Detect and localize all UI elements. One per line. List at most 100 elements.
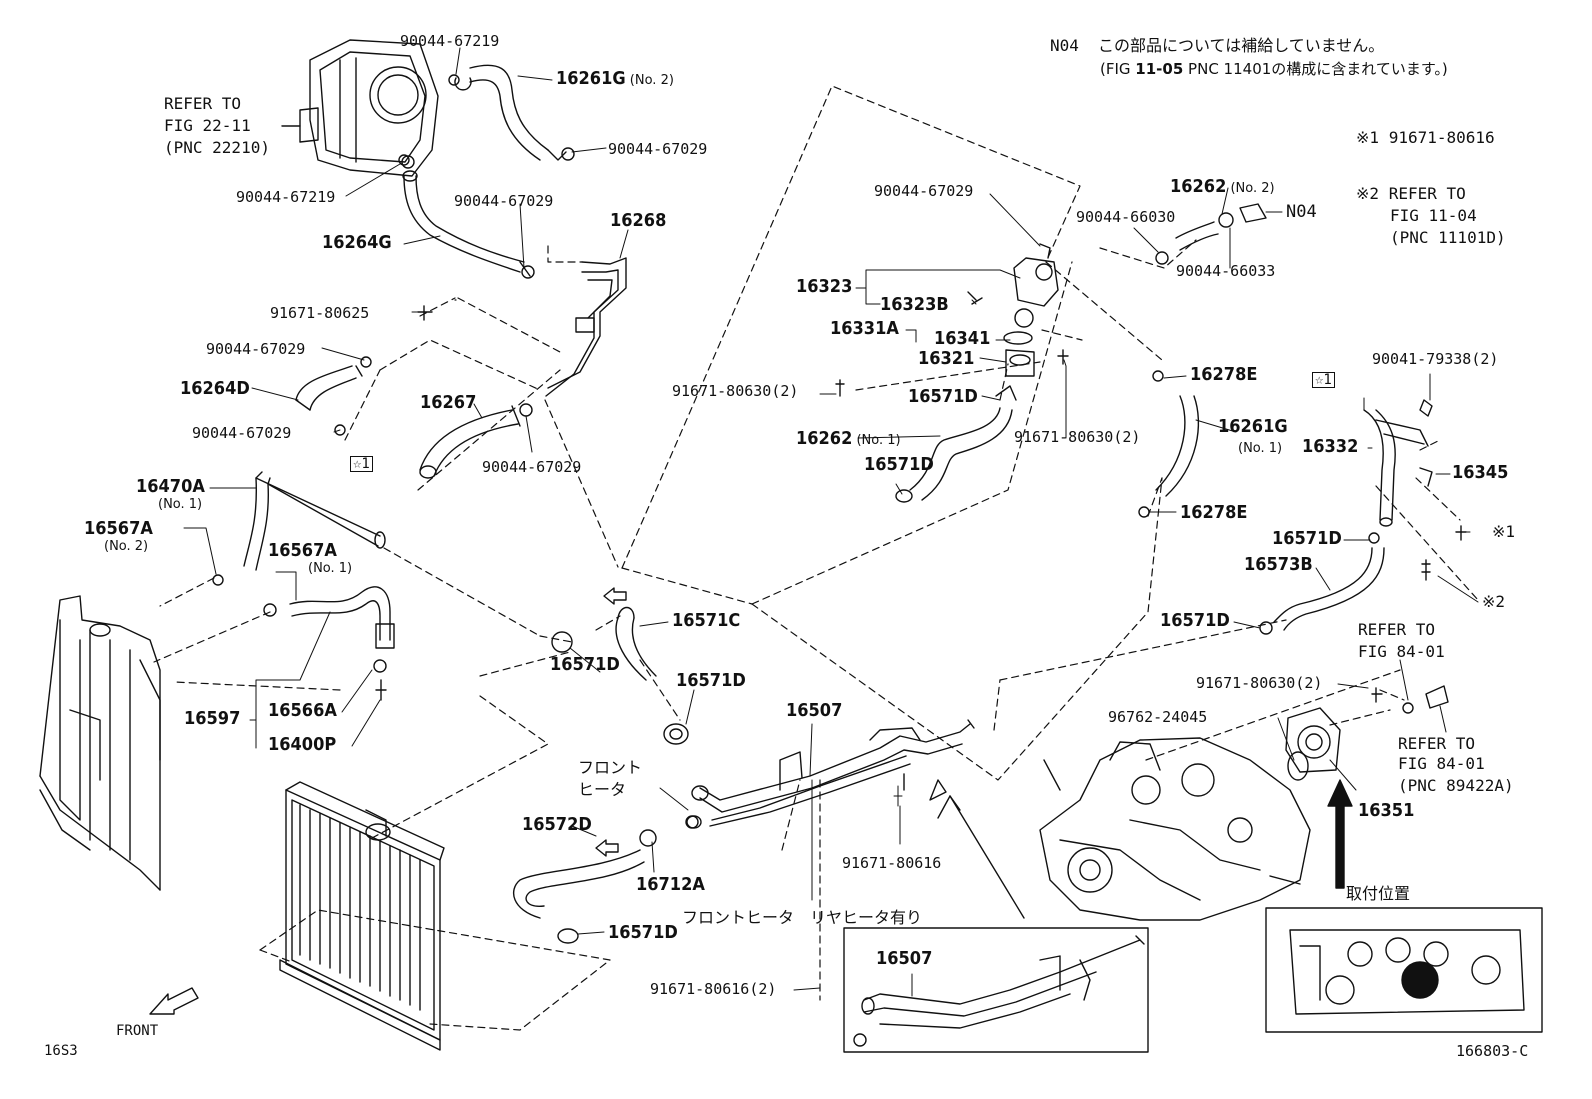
label-16323: 16323 — [796, 276, 853, 297]
ref-fig8401-line2: FIG 84-01 — [1358, 642, 1445, 661]
label-90044-67029-d: 90044-67029 — [192, 424, 292, 442]
label-n04: N04 — [1286, 202, 1317, 222]
label-16571C: 16571C — [672, 610, 741, 631]
ref-throttle-line3: (PNC 22210) — [164, 138, 270, 157]
label-ref1: ※1 — [1492, 522, 1516, 541]
label-90044-67029-f: 90044-67029 — [874, 182, 974, 200]
ref-fig8401-line1: REFER TO — [1358, 620, 1436, 639]
label-star1-a: ☆1 — [350, 456, 373, 472]
label-16571D-e: 16571D — [550, 654, 620, 675]
label-16571D-a: 16571D — [908, 386, 978, 407]
label-90044-67029-e: 90044-67029 — [482, 458, 582, 476]
label-90044-67029-b: 90044-67029 — [454, 192, 554, 210]
hose-16261G-no1 — [1138, 370, 1200, 518]
hose-16262-no1 — [895, 407, 1013, 503]
detail-box-install-position — [1265, 907, 1543, 1033]
hose-16470A — [243, 471, 386, 571]
label-16261G-no1-sub: (No. 1) — [1238, 441, 1283, 456]
label-16572D: 16572D — [522, 814, 592, 835]
label-front-heater-l1: フロント — [578, 758, 643, 777]
label-16571D-g: 16571D — [608, 922, 678, 943]
label-ref2: ※2 — [1482, 592, 1506, 611]
thermostat-parts — [835, 308, 1069, 401]
label-mount-position: 取付位置 — [1346, 884, 1411, 903]
label-16261G-no2: 16261G (No. 2) — [556, 68, 674, 89]
note-ref2-line2: FIG 11-04 — [1390, 206, 1477, 225]
label-91671-80625: 91671-80625 — [270, 304, 370, 322]
label-16264G: 16264G — [322, 232, 392, 253]
ref-sensor-line3: (PNC 89422A) — [1398, 776, 1514, 795]
label-16278E-b: 16278E — [1180, 502, 1248, 523]
label-90041-79338: 90041-79338(2) — [1372, 350, 1499, 368]
throttle-body — [281, 39, 439, 177]
label-91671-80630-2c: 91671-80630(2) — [1196, 674, 1323, 692]
radiator-support — [39, 595, 161, 891]
label-16267: 16267 — [420, 392, 477, 413]
label-16567A-no1: 16567A — [268, 540, 337, 561]
note-ref1: ※1 91671-80616 — [1356, 128, 1495, 147]
label-16321: 16321 — [918, 348, 975, 369]
hose-16572D — [512, 829, 657, 919]
label-90044-66030: 90044-66030 — [1076, 208, 1176, 226]
ref-sensor-line1: REFER TO — [1398, 734, 1476, 753]
hose-16267 — [419, 405, 521, 479]
front-arrow — [149, 987, 199, 1015]
label-16268: 16268 — [610, 210, 667, 231]
label-16351: 16351 — [1358, 800, 1415, 821]
water-outlet-16323 — [967, 243, 1059, 307]
note-ref2-mark: ※2 REFER TO — [1356, 184, 1466, 203]
label-16573B: 16573B — [1244, 554, 1313, 575]
label-16571D-d: 16571D — [1160, 610, 1230, 631]
label-16567A-no2-sub: (No. 2) — [104, 539, 149, 554]
label-front-rear-heater: フロントヒータ リヤヒータ有り — [682, 908, 923, 927]
label-16567A-no2: 16567A — [84, 518, 153, 539]
label-16571D-b: 16571D — [864, 454, 934, 475]
label-16712A: 16712A — [636, 874, 705, 895]
label-16470A: 16470A — [136, 476, 205, 497]
clamps-radiator — [212, 574, 573, 653]
hose-16264D — [295, 365, 363, 411]
small-fasteners-top — [334, 74, 575, 436]
label-16345: 16345 — [1452, 462, 1509, 483]
label-16566A: 16566A — [268, 700, 337, 721]
arrows-flow — [595, 587, 627, 857]
label-16332: 16332 — [1302, 436, 1359, 457]
label-91671-80616-2: 91671-80616(2) — [650, 980, 777, 998]
label-16507-b: 16507 — [876, 948, 933, 969]
label-16261G-no1: 16261G — [1218, 416, 1288, 437]
hose-16262-no2 — [1155, 203, 1267, 265]
ref-throttle-line2: FIG 22-11 — [164, 116, 251, 135]
label-16470A-no1: (No. 1) — [158, 497, 203, 512]
label-16341: 16341 — [934, 328, 991, 349]
label-90044-67219-top: 90044-67219 — [400, 32, 500, 50]
label-code-left: 16S3 — [44, 1043, 78, 1059]
label-star1-b: ☆1 — [1312, 372, 1335, 388]
hose-16261G-no2 — [454, 64, 567, 161]
leader-lines — [183, 47, 1479, 997]
note-n04-code: N04 — [1050, 36, 1079, 55]
label-16331A: 16331A — [830, 318, 899, 339]
label-16278E-a: 16278E — [1190, 364, 1258, 385]
label-91671-80630-2b: 91671-80630(2) — [1014, 428, 1141, 446]
water-inlet-16351 — [1285, 685, 1449, 781]
label-91671-80630-2a: 91671-80630(2) — [672, 382, 799, 400]
note-n04-line1: この部品については補給していません。 — [1098, 36, 1385, 55]
arrow-to-heater — [929, 779, 1025, 919]
label-96762-24045: 96762-24045 — [1108, 708, 1208, 726]
label-16597: 16597 — [184, 708, 241, 729]
label-code-right: 166803-C — [1456, 1042, 1529, 1060]
radiator — [279, 781, 445, 1051]
label-front: FRONT — [116, 1023, 159, 1039]
arrow-install-position — [1327, 779, 1353, 889]
label-16262-no2: 16262 (No. 2) — [1170, 176, 1275, 197]
note-n04-line2: (FIG 11-05 PNC 11401の構成に含まれています。) — [1100, 60, 1448, 78]
label-90044-67029-c: 90044-67029 — [206, 340, 306, 358]
hose-16597 — [289, 586, 395, 701]
label-91671-80616: 91671-80616 — [842, 854, 942, 872]
hose-16573B — [1259, 532, 1385, 635]
label-16507-a: 16507 — [786, 700, 843, 721]
detail-box-rear-heater — [843, 927, 1149, 1053]
ref-throttle-line1: REFER TO — [164, 94, 242, 113]
label-16264D: 16264D — [180, 378, 250, 399]
